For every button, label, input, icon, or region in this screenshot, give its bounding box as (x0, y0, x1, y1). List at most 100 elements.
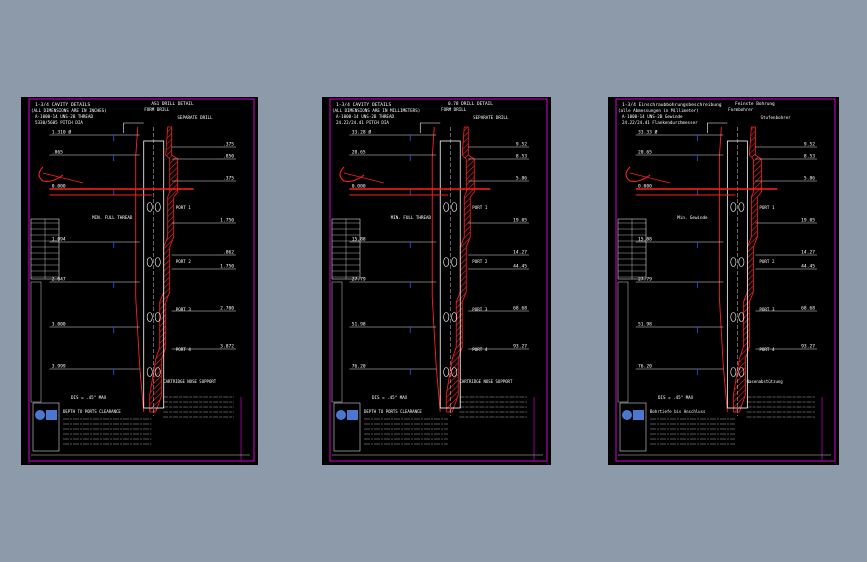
dimension-text-right: .862 (223, 250, 234, 256)
dimension-text-right: .375 (223, 142, 234, 148)
bottom-note-left: DEPTH TO PORTS CLEARANCE (364, 409, 422, 414)
bottom-note-right: CARTRIDGE NOSE SUPPORT (459, 379, 513, 384)
bottom-note-left: Bohrtiefe bis Anschluss (650, 409, 706, 414)
dimension-text-left: 51.98 (638, 322, 652, 328)
port-hole (154, 202, 161, 212)
port-hole (738, 202, 745, 212)
revision-strip (331, 281, 343, 403)
port-hole (154, 367, 161, 377)
port-label: PORT 2 (759, 259, 775, 264)
port-hole (730, 202, 737, 212)
port-hole (443, 202, 450, 212)
port-hole (146, 312, 153, 322)
dimension-text-left: 0.000 (52, 184, 66, 190)
thread-callout-loop (38, 166, 64, 182)
dimension-text-right: 5.86 (804, 176, 815, 182)
thread-callout-leader (629, 172, 671, 184)
form-drill-note: FORM DRILL (144, 107, 170, 112)
port-hole (451, 312, 458, 322)
separate-drill-note: SEPARATE DRILL (177, 115, 213, 120)
dimension-text-left: 76.20 (352, 364, 366, 370)
company-logo-icon (622, 410, 632, 420)
cavity-left-outline (135, 126, 145, 413)
cavity-title: 1-3/4 CAVITY DETAILS (336, 102, 392, 108)
company-logo-icon (633, 410, 644, 420)
dimension-text-left: 0.000 (352, 184, 366, 190)
drawing-sheet-inches[interactable]: 1-3/4 CAVITY DETAILS(ALL DIMENSIONS ARE … (21, 97, 258, 465)
cavity-title: 1-3/4 CAVITY DETAILS (35, 102, 91, 108)
port-label: PORT 4 (759, 347, 775, 352)
separate-drill-note: SEPARATE DRILL (473, 115, 509, 120)
dimension-text-left: 20.65 (352, 150, 366, 156)
port-label: PORT 3 (176, 307, 192, 312)
bottom-note-right: CARTRIDGE NOSE SUPPORT (163, 379, 217, 384)
separate-drill-note: Stufenbohrer (760, 115, 791, 120)
bottom-note-left: DEPTH TO PORTS CLEARANCE (63, 409, 121, 414)
dimension-text-left: 2.047 (52, 277, 66, 283)
sheet-frame (615, 98, 836, 462)
dimension-text-right: .850 (223, 154, 234, 160)
dimension-text-right: 2.700 (220, 306, 234, 312)
port-hole (443, 312, 450, 322)
port-label: PORT 4 (472, 347, 488, 352)
dimension-text-right: 9.52 (516, 142, 527, 148)
sheet-frame (28, 98, 255, 462)
drawing-sheet-german[interactable]: 1-3/4 Einschraubbohrungsbeschreibung(all… (608, 97, 839, 465)
dimension-text-right: 68.68 (801, 306, 815, 312)
dimension-text-right: .375 (223, 176, 234, 182)
port-hole (730, 257, 737, 267)
drill-detail-note: Feinste Bohrung (735, 101, 775, 107)
port-hole (738, 257, 745, 267)
dimension-text-right: 5.86 (516, 176, 527, 182)
dimension-text-left: 3.999 (52, 364, 66, 370)
dimension-text-left: 76.20 (638, 364, 652, 370)
bottom-dim: DIS = .45° MAX (71, 395, 107, 400)
drawing-sheet-millimeters[interactable]: 1-3/4 CAVITY DETAILS(ALL DIMENSIONS ARE … (322, 97, 551, 465)
port-hole (443, 367, 450, 377)
dimension-text-left: 20.65 (638, 150, 652, 156)
dimension-text-left: 1.310 Ø (52, 129, 72, 136)
units-subtitle: (alle Abmessungen in Millimeter) (618, 108, 699, 113)
port-label: PORT 4 (176, 347, 192, 352)
port-label: PORT 1 (472, 205, 488, 210)
dimension-text-right: 14.27 (513, 250, 527, 256)
thread-note: MIN. FULL THREAD (391, 215, 432, 220)
port-hole (443, 257, 450, 267)
port-label: PORT 3 (472, 307, 488, 312)
company-logo-icon (347, 410, 358, 420)
dimension-text-right: 19.05 (513, 218, 527, 224)
sheet-drawing-svg: 1-3/4 CAVITY DETAILS(ALL DIMENSIONS ARE … (329, 98, 548, 462)
dimension-text-left: 51.98 (352, 322, 366, 328)
form-drill-note: Formbohrer (728, 107, 754, 112)
dimension-text-left: 15.88 (352, 237, 366, 243)
thread-callout-loop (625, 166, 651, 182)
port-hole (154, 257, 161, 267)
bottom-dim: DIS = .45° MAX (372, 395, 408, 400)
counterbore-leader (123, 122, 144, 133)
port-hole (451, 257, 458, 267)
dimension-text-left: 0.000 (638, 184, 652, 190)
form-drill-note: FORM DRILL (441, 107, 467, 112)
pitch-spec: 5330/5605 PITCH DIA (35, 120, 83, 125)
port-label: PORT 1 (176, 205, 192, 210)
counterbore-leader (707, 122, 728, 133)
port-label: PORT 2 (176, 259, 192, 264)
port-hole (730, 312, 737, 322)
revision-strip (30, 281, 42, 403)
title-block-logo-box (333, 402, 361, 452)
thread-spec: A-1000-14 UNS-2B Gewinde (622, 114, 683, 119)
dimension-text-left: 33.28 Ø (352, 129, 372, 136)
units-subtitle: (ALL DIMENSIONS ARE IN INCHES) (31, 108, 107, 113)
title-block-logo-box (32, 402, 60, 452)
dimension-text-right: 8.53 (804, 154, 815, 160)
dimension-text-right: 8.53 (516, 154, 527, 160)
port-hole (451, 367, 458, 377)
dimension-text-right: 44.45 (513, 264, 527, 270)
title-block-logo-box (619, 402, 647, 452)
sheet-drawing-svg: 1-3/4 Einschraubbohrungsbeschreibung(all… (615, 98, 836, 462)
thread-callout-loop (339, 166, 365, 182)
dimension-text-right: 68.68 (513, 306, 527, 312)
sheet-frame (329, 98, 548, 462)
dimension-text-left: 27.79 (638, 277, 652, 283)
